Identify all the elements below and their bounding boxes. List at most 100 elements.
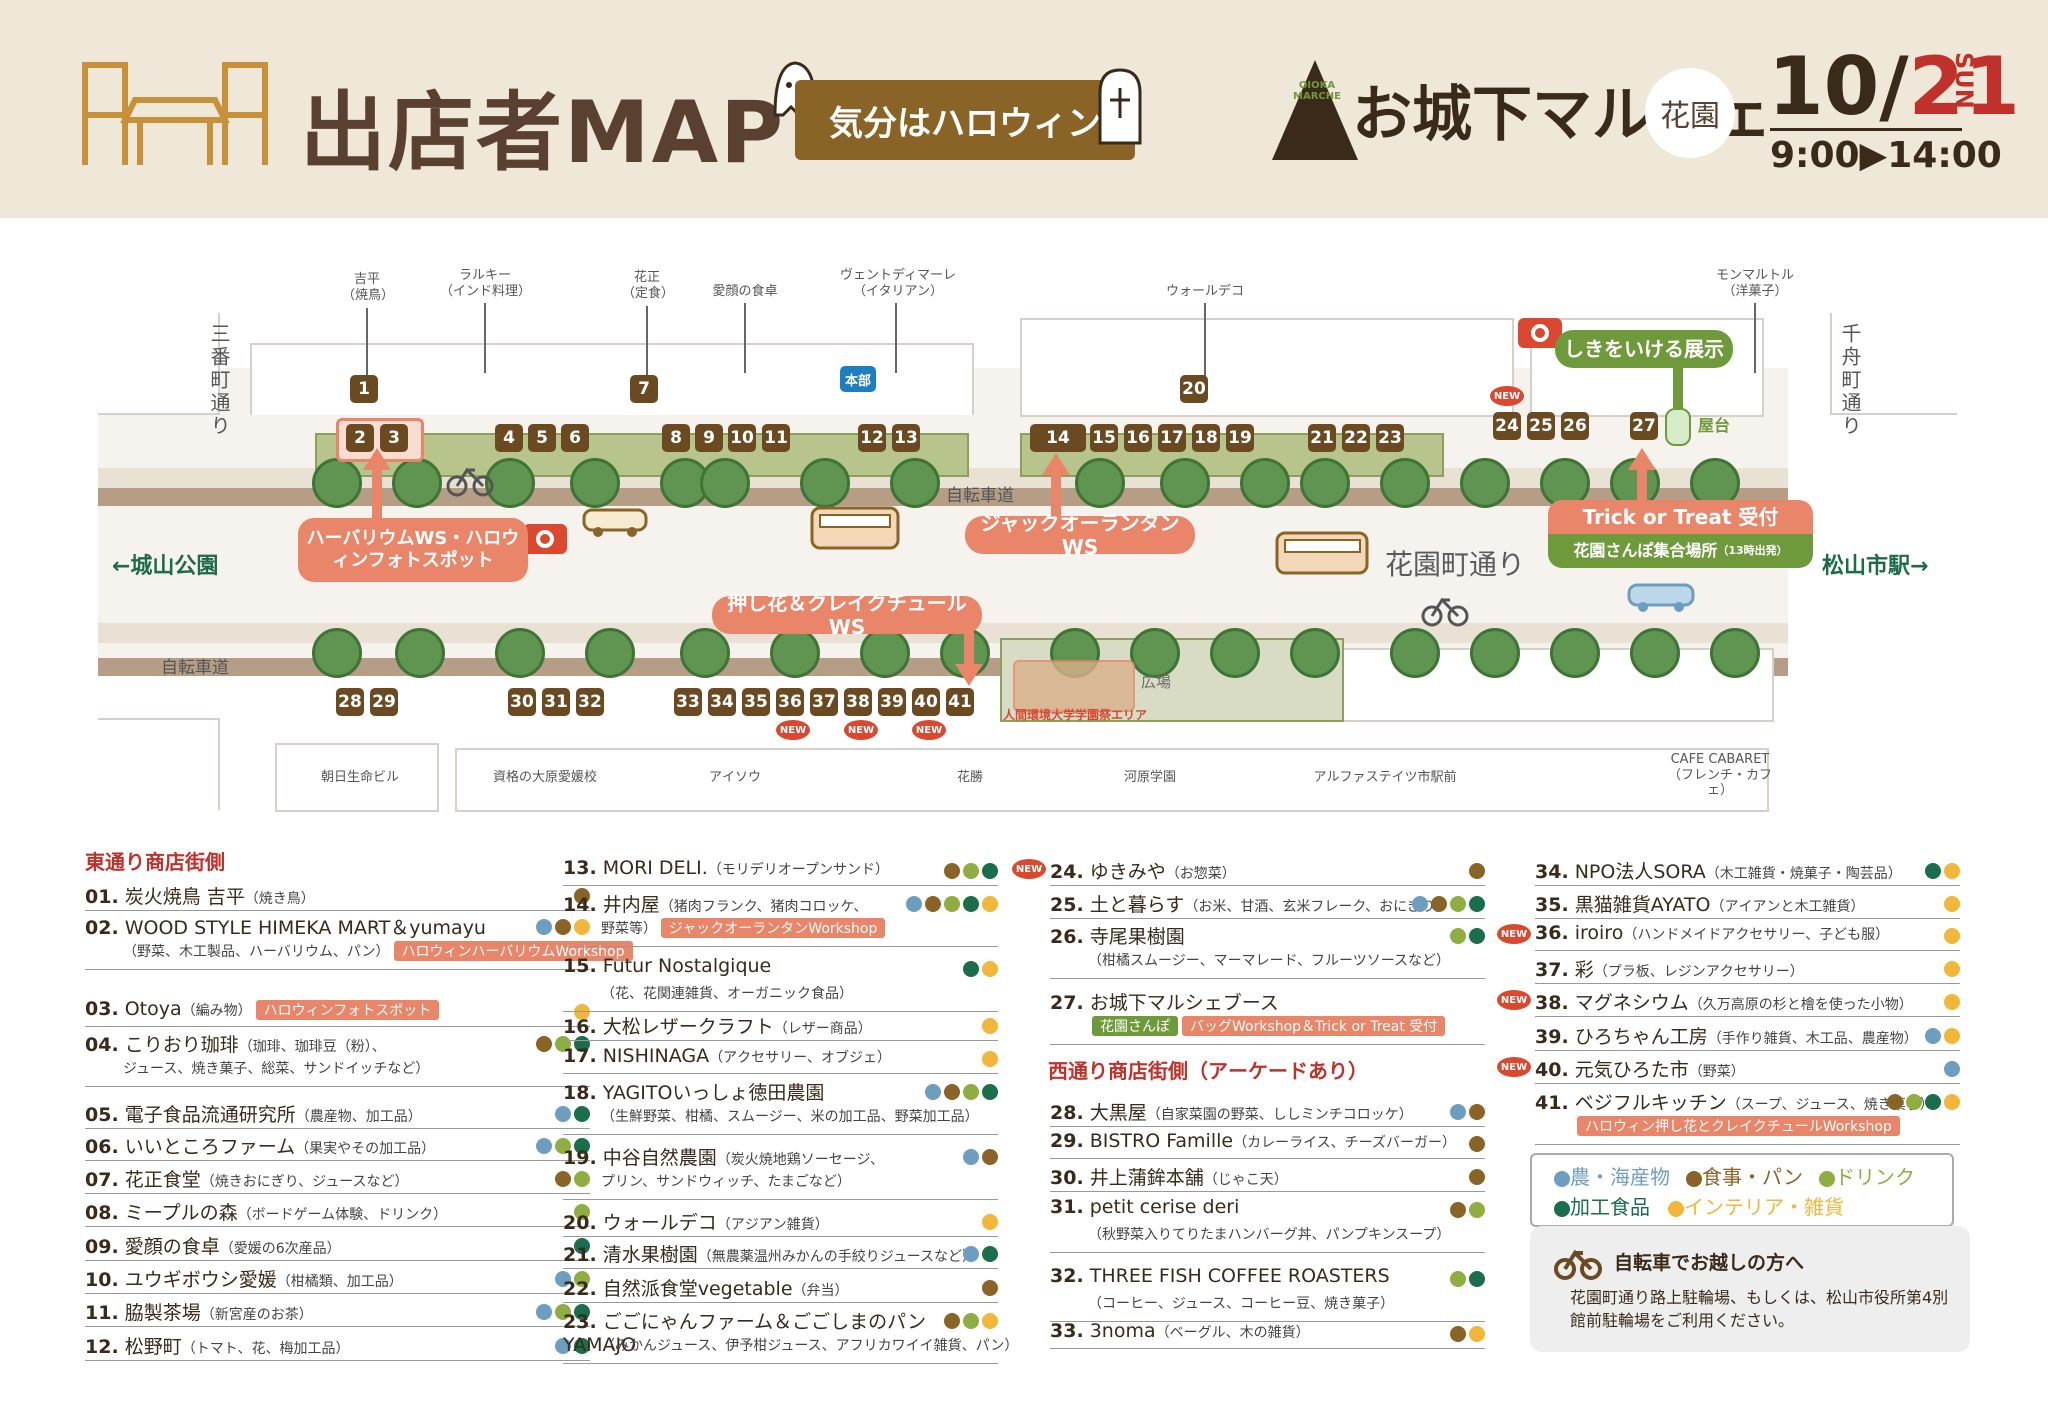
booth-number[interactable]: 1 [350, 375, 378, 403]
booth-number[interactable]: 19 [1226, 424, 1254, 452]
category-dot-drink [555, 1304, 571, 1320]
vendor-number: 35. [1535, 894, 1569, 916]
tree [1540, 458, 1590, 508]
booth-number[interactable]: 4 [495, 424, 523, 452]
vendor-name: MORI DELI. [602, 857, 708, 879]
vendor-name: 電子食品流通研究所 [124, 1104, 296, 1126]
booth-number[interactable]: 15 [1090, 424, 1118, 452]
booth-number[interactable]: 23 [1376, 424, 1404, 452]
vendor-name: ミープルの森 [124, 1202, 238, 1224]
booth-number[interactable]: 29 [370, 688, 398, 716]
vendor-name: petit cerise deri [1089, 1196, 1240, 1218]
category-dot-agri [1412, 896, 1428, 912]
header: 出店者MAP 気分はハロウィン OIOKA MARCHE お城下マルシェ 花園 … [0, 0, 2048, 218]
tree [392, 458, 442, 508]
booth-number[interactable]: 10 [728, 424, 756, 452]
category-dot-food [944, 1313, 960, 1329]
booth-number[interactable]: 11 [762, 424, 790, 452]
vendor-category: （木工雑貨・焼菓子・陶芸品） [1705, 866, 1902, 882]
vendor-row: 04. こりおり珈琲（珈琲、珈琲豆（粉）、ジュース、焼き菓子、総菜、サンドイッチ… [85, 1030, 590, 1087]
category-dots [1925, 1028, 1960, 1044]
category-dot-agri [925, 1084, 941, 1100]
category-dot-interior [1944, 896, 1960, 912]
booth-number[interactable]: 36 [776, 688, 804, 716]
vendor-number: 32. [1050, 1265, 1084, 1287]
booth-number[interactable]: 26 [1561, 412, 1589, 440]
booth-number[interactable]: 18 [1192, 424, 1220, 452]
booth-number[interactable]: 13 [892, 424, 920, 452]
vendor-number: 28. [1050, 1102, 1084, 1124]
booth-number[interactable]: 39 [878, 688, 906, 716]
booth-number[interactable]: 22 [1342, 424, 1370, 452]
booth-number[interactable]: 8 [662, 424, 690, 452]
vendor-number: 10. [85, 1269, 119, 1291]
vendor-category: （じゃこ天） [1203, 1172, 1288, 1188]
category-dot-drink [1469, 1202, 1485, 1218]
booth-number[interactable]: 31 [542, 688, 570, 716]
vendor-row: 24. ゆきみや（お惣菜）NEW [1012, 857, 1485, 886]
booth-number[interactable]: 28 [336, 688, 364, 716]
vendor-category: （アジアン雑貨） [716, 1217, 829, 1233]
tree [585, 628, 635, 678]
vendor-name: WOOD STYLE HIMEKA MART＆yumayu [124, 917, 486, 939]
booth-number[interactable]: 24 [1493, 412, 1521, 440]
booth-number[interactable]: 33 [674, 688, 702, 716]
booth-number[interactable]: 7 [630, 375, 658, 403]
category-dot-agri [536, 919, 552, 935]
tree [1390, 628, 1440, 678]
category-dot-agri [963, 1246, 979, 1262]
booth-number[interactable]: 41 [946, 688, 974, 716]
booth-number[interactable]: 21 [1308, 424, 1336, 452]
category-dot-interior [574, 1004, 590, 1020]
category-dots [1887, 1094, 1960, 1110]
booth-number[interactable]: 25 [1527, 412, 1555, 440]
booth-number[interactable]: 6 [561, 424, 589, 452]
vendor-number: 18. [563, 1082, 597, 1104]
booth-number[interactable]: 27 [1630, 412, 1658, 440]
booth-number[interactable]: 32 [576, 688, 604, 716]
booth-number[interactable]: 37 [810, 688, 838, 716]
booth-number[interactable]: 35 [742, 688, 770, 716]
vendor-row: 09. 愛顔の食卓（愛媛の6次産品） [85, 1232, 590, 1261]
new-badge: NEW [844, 720, 878, 740]
vendor-row: 14. 井内屋（猪肉フランク、猪肉コロッケ、野菜等）ジャックオーランタンWork… [563, 890, 998, 947]
category-dot-agri [536, 1304, 552, 1320]
vendor-number: 02. [85, 917, 119, 939]
bldg-label: アイソウ [708, 770, 761, 785]
booth-number[interactable]: 20 [1180, 375, 1208, 403]
booth-number[interactable]: 34 [708, 688, 736, 716]
vendor-row: 33. 3noma（ベーグル、木の雑貨） [1050, 1320, 1485, 1349]
booth-number[interactable]: 40 [912, 688, 940, 716]
category-dot-food [944, 1084, 960, 1100]
tree [1210, 628, 1260, 678]
vendor-row: 08. ミープルの森（ボードゲーム体験、ドリンク） [85, 1198, 590, 1227]
category-dot-drink [963, 1084, 979, 1100]
booth-number[interactable]: 17 [1158, 424, 1186, 452]
booth-number[interactable]: 16 [1124, 424, 1152, 452]
booth-number[interactable]: 2 [346, 424, 374, 452]
vendor-row: 11. 脇製茶場（新宮産のお茶） [85, 1298, 590, 1327]
booth-number[interactable]: 14 [1030, 424, 1086, 452]
booth-number[interactable]: 9 [695, 424, 723, 452]
vendor-name: YAGITOいっしょ徳田農園 [602, 1082, 825, 1104]
booth-number[interactable]: 5 [528, 424, 556, 452]
category-dot-processed [574, 1106, 590, 1122]
category-dots [536, 1304, 590, 1320]
vendor-number: 17. [563, 1045, 597, 1067]
vendor-category: （アクセサリー、オブジェ） [709, 1050, 891, 1066]
vendor-detail: ハロウィン押し花とクレイクチュールWorkshop [1573, 1116, 1900, 1136]
bicycle-parking-box: 自転車でお越しの方へ 花園町通り路上駐輪場、もしくは、松山市役所第4別館前駐輪場… [1530, 1226, 1970, 1352]
tree [1130, 628, 1180, 678]
building-block [1020, 318, 1514, 417]
workshop-tag: ハロウィンフォトスポット [255, 1000, 440, 1020]
booth-number[interactable]: 12 [858, 424, 886, 452]
booth-number[interactable]: 30 [508, 688, 536, 716]
booth-number[interactable]: 3 [380, 424, 408, 452]
building-block [275, 743, 439, 812]
car-icon [1627, 583, 1695, 612]
vendor-row: 21. 清水果樹園（無農薬温州みかんの手絞りジュースなど） [563, 1240, 998, 1269]
vendor-list: 東通り商店街側 西通り商店街側（アーケードあり） 01. 炭火焼鳥 吉平（焼き鳥… [0, 808, 2048, 1418]
vendor-detail: プリン、サンドウィッチ、たまごなど） [601, 1171, 851, 1191]
tree [1690, 458, 1740, 508]
booth-number[interactable]: 38 [844, 688, 872, 716]
